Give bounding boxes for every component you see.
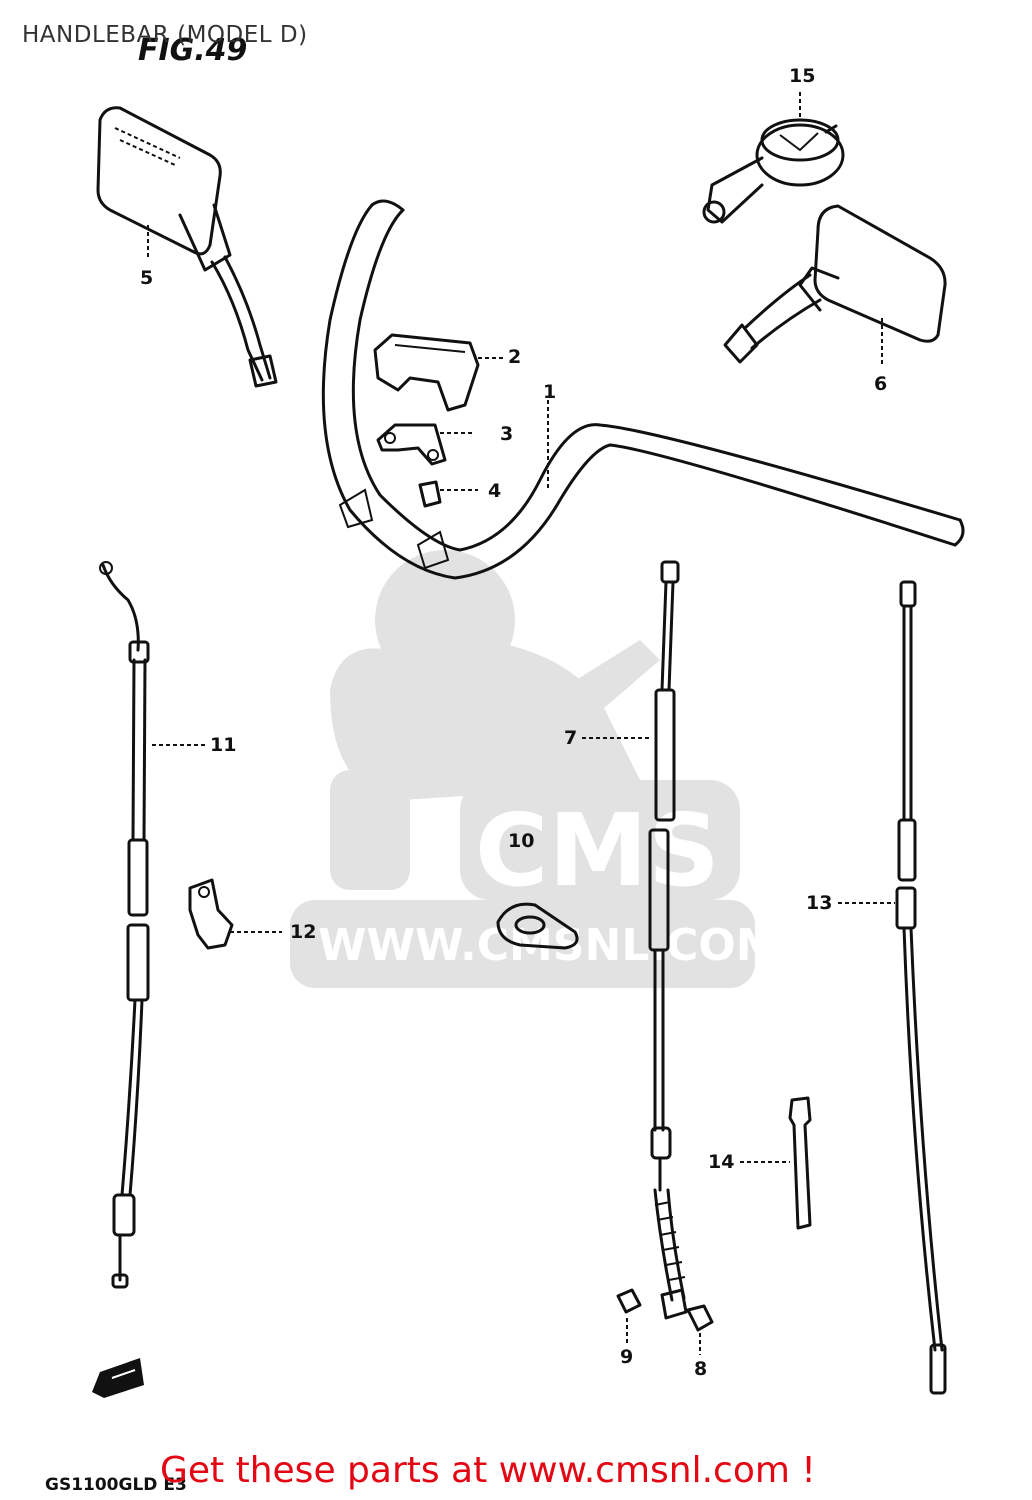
cable-7-part bbox=[582, 560, 688, 1320]
clamp-upper-part bbox=[373, 333, 480, 412]
watermark-wrench bbox=[560, 640, 660, 720]
front-arrow-icon bbox=[92, 1358, 144, 1398]
watermark-logo-box bbox=[460, 780, 740, 900]
cable-13-part bbox=[838, 580, 947, 1395]
clamp-lower-part bbox=[376, 423, 447, 466]
callout-5: 5 bbox=[140, 267, 153, 289]
callout-8: 8 bbox=[694, 1358, 707, 1380]
nut-9-part bbox=[616, 1288, 642, 1345]
figure-label: FIG.49 bbox=[138, 33, 247, 68]
right-mirror-part bbox=[723, 204, 947, 365]
washer-part bbox=[496, 902, 579, 950]
callout-7: 7 bbox=[564, 727, 577, 749]
callout-14: 14 bbox=[708, 1151, 734, 1173]
cable-clamp-part bbox=[188, 878, 282, 950]
callout-11: 11 bbox=[210, 734, 236, 756]
watermark-arm bbox=[330, 770, 410, 890]
callout-12: 12 bbox=[290, 921, 316, 943]
left-mirror-part bbox=[96, 106, 278, 388]
cable-11-part bbox=[99, 561, 205, 1289]
cms-watermark: CMS WWW.CMSNL.COM bbox=[290, 550, 780, 988]
cable-band-part bbox=[740, 1096, 812, 1230]
bolt-part bbox=[418, 480, 442, 508]
callout-13: 13 bbox=[806, 892, 832, 914]
callout-2: 2 bbox=[508, 346, 521, 368]
model-code: GS1100GLD E3 bbox=[45, 1475, 187, 1495]
footer-cta: Get these parts at www.cmsnl.com ! bbox=[160, 1450, 816, 1491]
callout-leaders bbox=[440, 357, 549, 491]
callout-15: 15 bbox=[789, 65, 815, 87]
handlebar-part bbox=[321, 199, 965, 580]
bolt-8-part bbox=[686, 1304, 714, 1355]
callout-labels: 1 2 3 4 5 6 7 8 9 10 11 12 13 14 15 bbox=[140, 65, 887, 1380]
callout-3: 3 bbox=[500, 423, 513, 445]
page-title: HANDLEBAR (MODEL D) bbox=[22, 22, 308, 48]
callout-9: 9 bbox=[620, 1346, 633, 1368]
watermark-face bbox=[330, 640, 640, 800]
callout-1: 1 bbox=[543, 381, 556, 403]
meter-part bbox=[702, 92, 845, 224]
callout-10: 10 bbox=[508, 830, 534, 852]
watermark-brand: CMS bbox=[475, 792, 720, 909]
callout-4: 4 bbox=[488, 480, 501, 502]
callout-6: 6 bbox=[874, 373, 887, 395]
